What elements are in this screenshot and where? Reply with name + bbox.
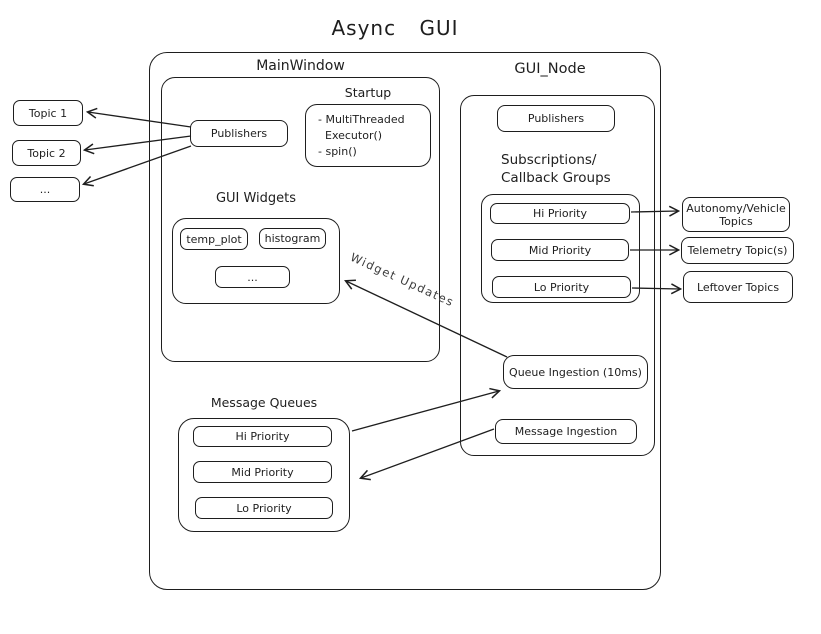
histogram-box: histogram bbox=[259, 228, 326, 249]
autonomy-vehicle-topics-box: Autonomy/Vehicle Topics bbox=[682, 197, 790, 232]
mq-hi-priority-box: Hi Priority bbox=[193, 426, 332, 447]
message-queues-box bbox=[178, 418, 350, 532]
subscriptions-group-box bbox=[481, 194, 640, 303]
mainwindow-publishers-box: Publishers bbox=[190, 120, 288, 147]
startup-box: - MultiThreaded Executor() - spin() bbox=[305, 104, 431, 167]
telemetry-topics-box: Telemetry Topic(s) bbox=[681, 237, 794, 264]
mainwindow-box bbox=[161, 77, 440, 362]
gui-node-publishers-label: Publishers bbox=[527, 112, 585, 125]
message-ingestion-box: Message Ingestion bbox=[495, 419, 637, 444]
sub-lo-priority-box: Lo Priority bbox=[492, 276, 631, 298]
message-ingestion-label: Message Ingestion bbox=[514, 425, 618, 438]
topic-1-label: Topic 1 bbox=[28, 106, 68, 120]
queue-ingestion-label: Queue Ingestion (10ms) bbox=[509, 365, 642, 379]
startup-label: Startup bbox=[344, 85, 392, 100]
topic-2-label: Topic 2 bbox=[27, 146, 66, 160]
topic-1-box: Topic 1 bbox=[13, 100, 83, 126]
startup-body-text: - MultiThreaded Executor() - spin() bbox=[318, 112, 405, 158]
mq-mid-priority-box: Mid Priority bbox=[193, 461, 332, 483]
topic-2-box: Topic 2 bbox=[12, 140, 81, 166]
widgets-ellipsis-box: ... bbox=[215, 266, 290, 288]
async-gui-container bbox=[149, 52, 661, 590]
sub-hi-priority-label: Hi Priority bbox=[533, 207, 587, 220]
leftover-topics-box: Leftover Topics bbox=[683, 271, 793, 303]
mq-lo-priority-label: Lo Priority bbox=[236, 501, 292, 515]
leftover-topics-label: Leftover Topics bbox=[696, 280, 780, 294]
autonomy-vehicle-topics-label: Autonomy/Vehicle Topics bbox=[686, 201, 786, 228]
gui-node-label: GUI_Node bbox=[514, 61, 586, 77]
subscriptions-label: Subscriptions/ Callback Groups bbox=[501, 152, 611, 186]
mainwindow-label: MainWindow bbox=[256, 58, 345, 74]
gui-widgets-label: GUI Widgets bbox=[215, 191, 297, 206]
topic-ellipsis-label: ... bbox=[39, 183, 51, 196]
mq-lo-priority-box: Lo Priority bbox=[195, 497, 333, 519]
histogram-label: histogram bbox=[264, 232, 321, 245]
mainwindow-publishers-label: Publishers bbox=[210, 127, 268, 140]
gui-widgets-box bbox=[172, 218, 340, 304]
diagram-title: Async GUI bbox=[331, 16, 459, 40]
gui-node-publishers-box: Publishers bbox=[497, 105, 615, 132]
temp-plot-box: temp_plot bbox=[180, 228, 248, 250]
message-queues-label: Message Queues bbox=[210, 395, 318, 410]
telemetry-topics-label: Telemetry Topic(s) bbox=[687, 244, 788, 257]
sub-mid-priority-box: Mid Priority bbox=[491, 239, 629, 261]
sub-mid-priority-label: Mid Priority bbox=[528, 243, 592, 257]
queue-ingestion-box: Queue Ingestion (10ms) bbox=[503, 355, 648, 389]
sub-lo-priority-label: Lo Priority bbox=[533, 280, 590, 294]
mq-hi-priority-label: Hi Priority bbox=[235, 430, 290, 443]
sub-hi-priority-box: Hi Priority bbox=[490, 203, 630, 224]
temp-plot-label: temp_plot bbox=[186, 232, 242, 246]
topic-ellipsis-box: ... bbox=[10, 177, 80, 202]
widgets-ellipsis-label: ... bbox=[247, 270, 258, 284]
gui-node-box bbox=[460, 95, 655, 456]
mq-mid-priority-label: Mid Priority bbox=[231, 465, 294, 479]
